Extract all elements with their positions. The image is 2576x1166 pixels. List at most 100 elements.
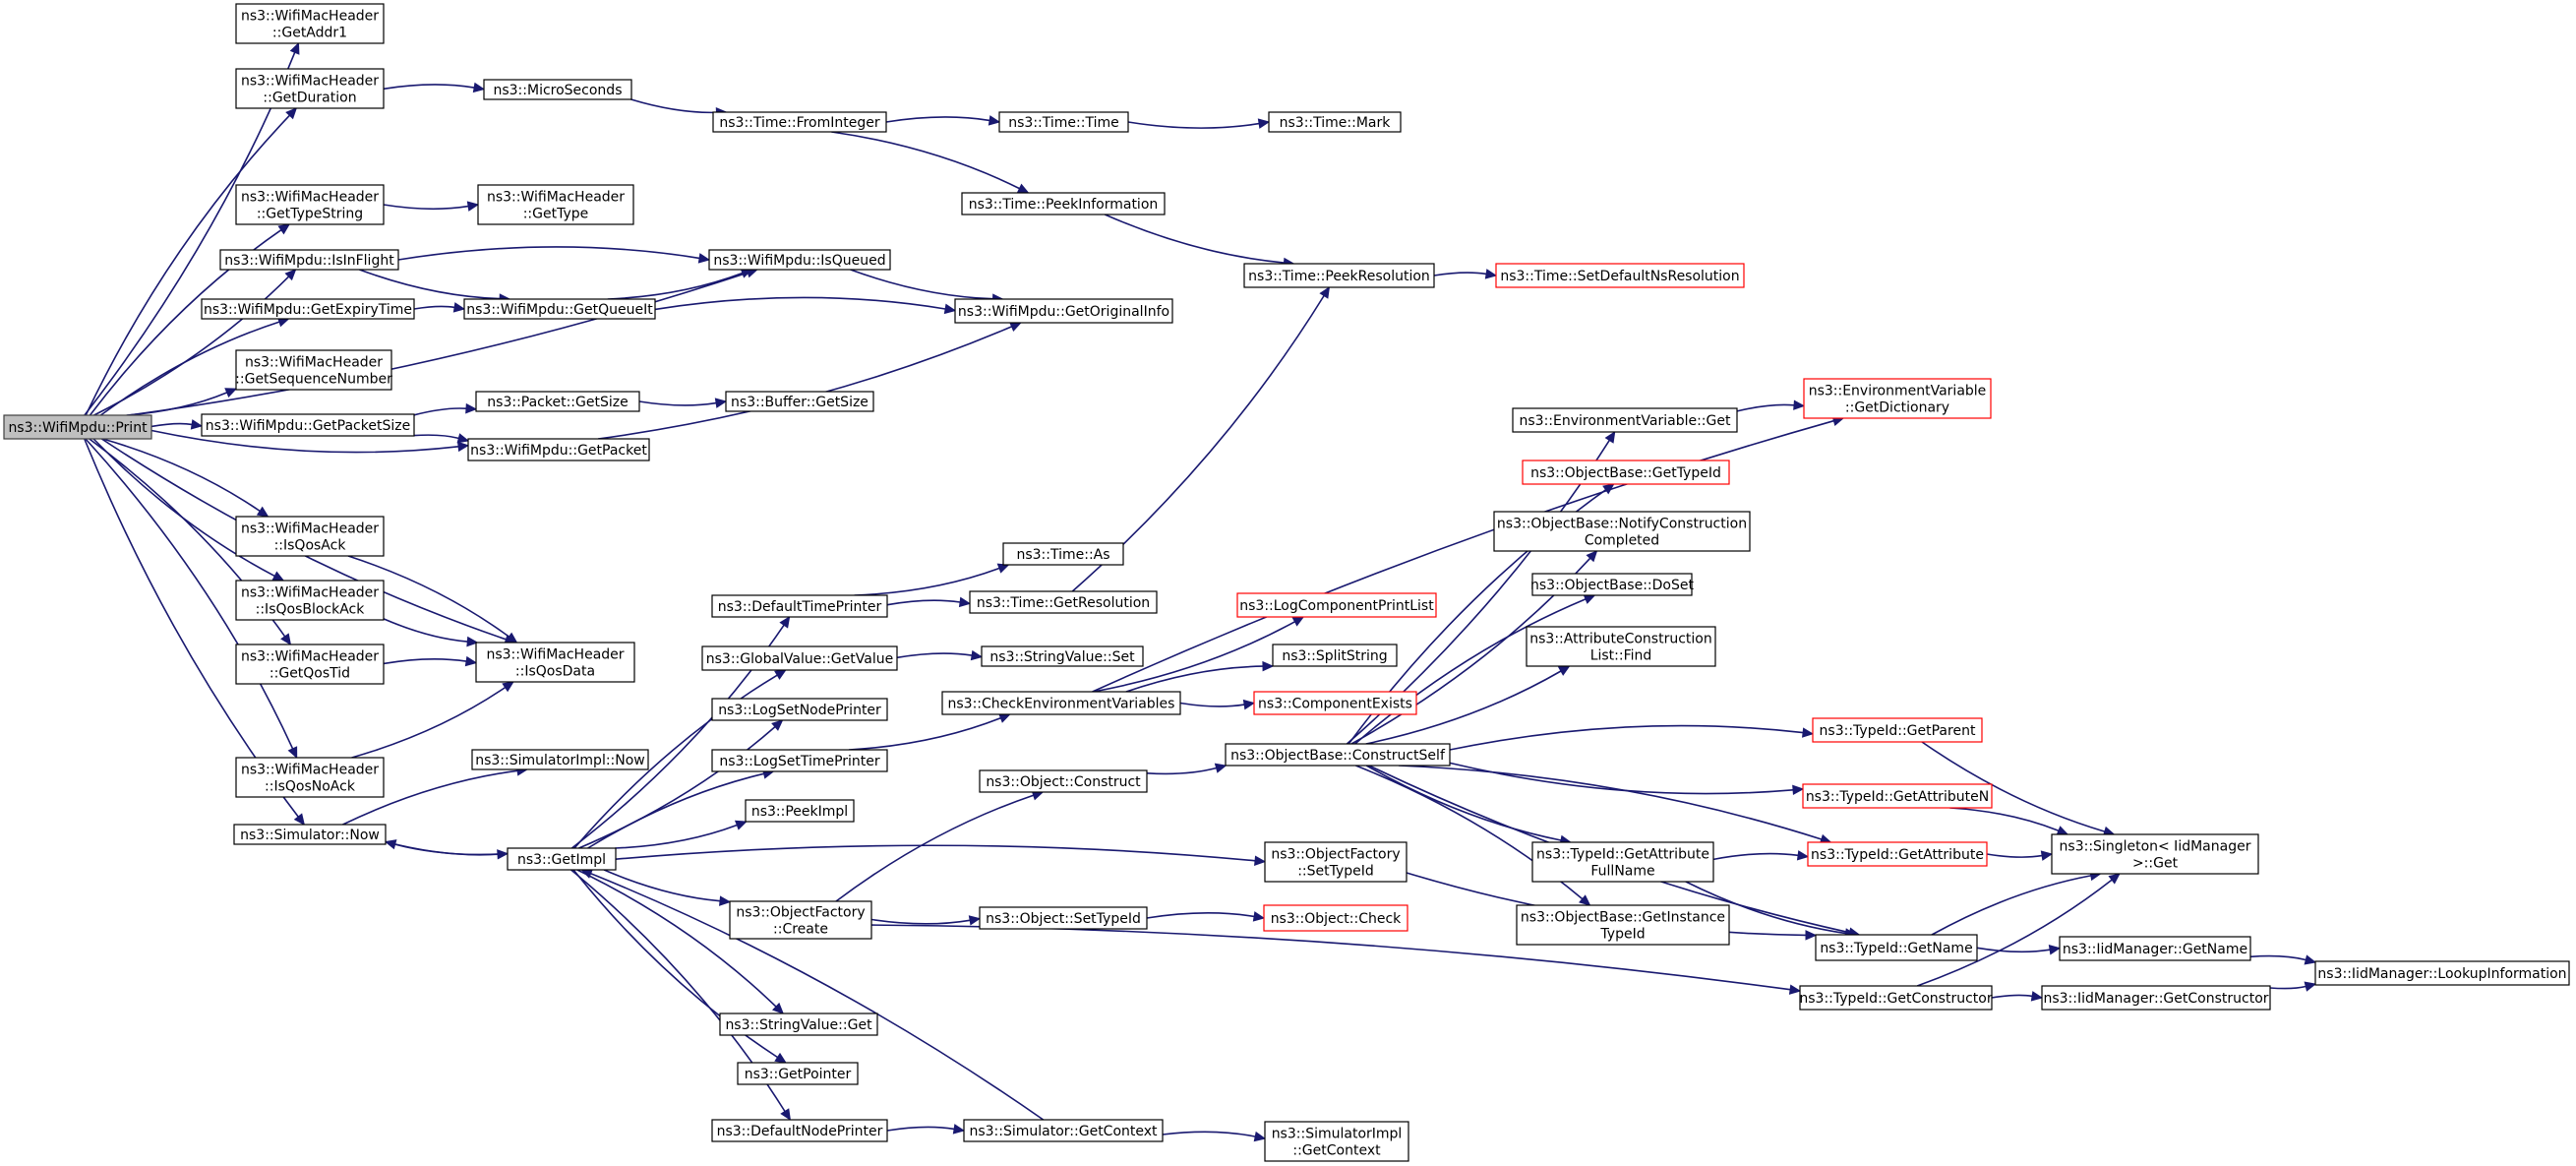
- edge-arrowhead: [384, 839, 397, 850]
- edge-arrowhead: [1484, 269, 1498, 279]
- node-getexpiry[interactable]: ns3::WifiMpdu::GetExpiryTime: [201, 298, 415, 320]
- node-ofcreate[interactable]: ns3::ObjectFactory::Create: [729, 900, 872, 940]
- node-obnotify[interactable]: ns3::ObjectBase::NotifyConstructionCompl…: [1493, 511, 1751, 552]
- node-svget[interactable]: ns3::StringValue::Get: [719, 1013, 878, 1036]
- node-iidgetname[interactable]: ns3::IidManager::GetName: [2059, 936, 2251, 961]
- edge-arrowhead: [190, 419, 204, 430]
- edge-arrowhead: [1009, 322, 1022, 333]
- node-getseq[interactable]: ns3::WifiMacHeader::GetSequenceNumber: [235, 349, 392, 391]
- node-label: ns3::ComponentExists: [1258, 697, 1412, 712]
- node-label: ns3::ObjectBase::NotifyConstruction: [1497, 517, 1747, 532]
- node-simnow[interactable]: ns3::Simulator::Now: [233, 824, 387, 845]
- node-box: [1243, 263, 1435, 288]
- node-label: ns3::Singleton< IidManager: [2060, 839, 2251, 855]
- node-getpacketsize[interactable]: ns3::WifiMpdu::GetPacketSize: [201, 413, 415, 437]
- node-box: [745, 799, 855, 823]
- node-timetime[interactable]: ns3::Time::Time: [998, 111, 1129, 133]
- call-edge: [1433, 269, 1498, 279]
- node-isqosblockack[interactable]: ns3::WifiMacHeader::IsQosBlockAck: [235, 580, 385, 621]
- node-obdoset[interactable]: ns3::ObjectBase::DoSet: [1530, 573, 1694, 596]
- node-gettypestring[interactable]: ns3::WifiMacHeader::GetTypeString: [235, 184, 385, 225]
- node-label: ns3::SplitString: [1282, 648, 1387, 664]
- edge-line: [1146, 912, 1255, 919]
- edge-arrowhead: [285, 107, 298, 120]
- node-peekimpl[interactable]: ns3::PeekImpl: [745, 799, 855, 823]
- node-envget[interactable]: ns3::EnvironmentVariable::Get: [1512, 407, 1738, 433]
- node-getorig[interactable]: ns3::WifiMpdu::GetOriginalInfo: [954, 298, 1173, 324]
- node-isqueued[interactable]: ns3::WifiMpdu::IsQueued: [708, 249, 891, 271]
- edge-line: [831, 131, 1020, 190]
- call-edge: [1127, 118, 1271, 129]
- node-label: ns3::ObjectFactory: [736, 905, 865, 921]
- node-simimplgetcontext[interactable]: ns3::SimulatorImpl::GetContext: [1264, 1121, 1409, 1162]
- node-getaddr1[interactable]: ns3::WifiMacHeader::GetAddr1: [235, 3, 385, 44]
- node-isinflight[interactable]: ns3::WifiMpdu::IsInFlight: [219, 249, 399, 271]
- node-getpointer[interactable]: ns3::GetPointer: [737, 1062, 859, 1085]
- node-logsettime[interactable]: ns3::LogSetTimePrinter: [711, 749, 888, 772]
- node-getduration[interactable]: ns3::WifiMacHeader::GetDuration: [235, 68, 385, 109]
- node-box: [1002, 542, 1124, 566]
- node-microseconds[interactable]: ns3::MicroSeconds: [483, 79, 632, 100]
- node-isqosack[interactable]: ns3::WifiMacHeader::IsQosAck: [235, 516, 385, 557]
- node-getqueueit[interactable]: ns3::WifiMpdu::GetQueueIt: [463, 298, 656, 320]
- node-constructself[interactable]: ns3::ObjectBase::ConstructSelf: [1225, 743, 1451, 767]
- node-peekinfo[interactable]: ns3::Time::PeekInformation: [961, 192, 1166, 215]
- edge-line: [1949, 807, 2060, 832]
- node-timeas[interactable]: ns3::Time::As: [1002, 542, 1124, 566]
- node-timegetres[interactable]: ns3::Time::GetResolution: [969, 590, 1158, 614]
- node-box: [969, 590, 1158, 614]
- node-checkenv[interactable]: ns3::CheckEnvironmentVariables: [941, 691, 1181, 715]
- call-edge: [630, 98, 728, 118]
- edge-arrowhead: [1257, 118, 1271, 129]
- node-buffergetsize[interactable]: ns3::Buffer::GetSize: [725, 391, 874, 412]
- node-setdefaultns[interactable]: ns3::Time::SetDefaultNsResolution: [1495, 263, 1745, 288]
- node-tidgetattr[interactable]: ns3::TypeId::GetAttribute: [1807, 841, 1988, 867]
- node-packetgetsize[interactable]: ns3::Packet::GetSize: [475, 391, 640, 412]
- node-frominteger[interactable]: ns3::Time::FromInteger: [712, 111, 887, 133]
- node-compexists[interactable]: ns3::ComponentExists: [1253, 691, 1417, 715]
- node-objcheck[interactable]: ns3::Object::Check: [1263, 904, 1408, 932]
- node-isqosdata[interactable]: ns3::WifiMacHeader::IsQosData: [475, 642, 635, 683]
- node-gettype[interactable]: ns3::WifiMacHeader::GetType: [477, 184, 634, 225]
- edge-arrowhead: [284, 269, 297, 281]
- node-logcomplist[interactable]: ns3::LogComponentPrintList: [1236, 592, 1437, 618]
- node-obgettypeid[interactable]: ns3::ObjectBase::GetTypeId: [1522, 460, 1730, 485]
- node-tidgetctor[interactable]: ns3::TypeId::GetConstructor: [1799, 985, 1993, 1011]
- node-getpacket[interactable]: ns3::WifiMpdu::GetPacket: [467, 438, 650, 461]
- node-logsetnode[interactable]: ns3::LogSetNodePrinter: [711, 698, 888, 721]
- node-iidlookup[interactable]: ns3::IidManager::LookupInformation: [2314, 960, 2570, 986]
- node-getimpl[interactable]: ns3::GetImpl: [507, 847, 617, 871]
- node-print[interactable]: ns3::WifiMpdu::Print: [3, 414, 152, 440]
- node-simimplnow[interactable]: ns3::SimulatorImpl::Now: [471, 749, 649, 770]
- node-peekres[interactable]: ns3::Time::PeekResolution: [1243, 263, 1435, 288]
- node-iidgetctor[interactable]: ns3::IidManager::GetConstructor: [2041, 985, 2271, 1011]
- node-deftimeprinter[interactable]: ns3::DefaultTimePrinter: [711, 594, 888, 618]
- node-defnodeprinter[interactable]: ns3::DefaultNodePrinter: [711, 1119, 888, 1142]
- node-gvgetvalue[interactable]: ns3::GlobalValue::GetValue: [701, 645, 898, 671]
- node-objconstruct[interactable]: ns3::Object::Construct: [979, 769, 1148, 793]
- node-envgetdict[interactable]: ns3::EnvironmentVariable::GetDictionary: [1803, 378, 1992, 419]
- node-isqosnoack[interactable]: ns3::WifiMacHeader::IsQosNoAck: [235, 757, 385, 798]
- node-ofsettypeid[interactable]: ns3::ObjectFactory::SetTypeId: [1264, 841, 1408, 883]
- node-tidgetattrn[interactable]: ns3::TypeId::GetAttributeN: [1802, 783, 1993, 809]
- node-tidgetparent[interactable]: ns3::TypeId::GetParent: [1812, 717, 1983, 743]
- node-label: >::Get: [2132, 856, 2179, 872]
- node-getqostid[interactable]: ns3::WifiMacHeader::GetQosTid: [235, 644, 385, 685]
- node-singletonget[interactable]: ns3::Singleton< IidManager>::Get: [2051, 833, 2259, 875]
- node-simgetcontext[interactable]: ns3::Simulator::GetContext: [963, 1119, 1164, 1142]
- edge-arrowhead: [998, 712, 1011, 723]
- node-box: [719, 1013, 878, 1036]
- call-edge: [573, 669, 787, 849]
- call-edge: [1931, 870, 2102, 936]
- node-objsettypeid[interactable]: ns3::Object::SetTypeId: [979, 906, 1148, 930]
- edge-line: [128, 272, 749, 416]
- node-tidgetname[interactable]: ns3::TypeId::GetName: [1815, 934, 1978, 961]
- edge-arrowhead: [952, 1124, 966, 1135]
- node-splitstring[interactable]: ns3::SplitString: [1272, 644, 1398, 667]
- node-mark[interactable]: ns3::Time::Mark: [1268, 111, 1402, 133]
- call-edge: [1991, 991, 2044, 1002]
- node-svset[interactable]: ns3::StringValue::Set: [981, 645, 1144, 667]
